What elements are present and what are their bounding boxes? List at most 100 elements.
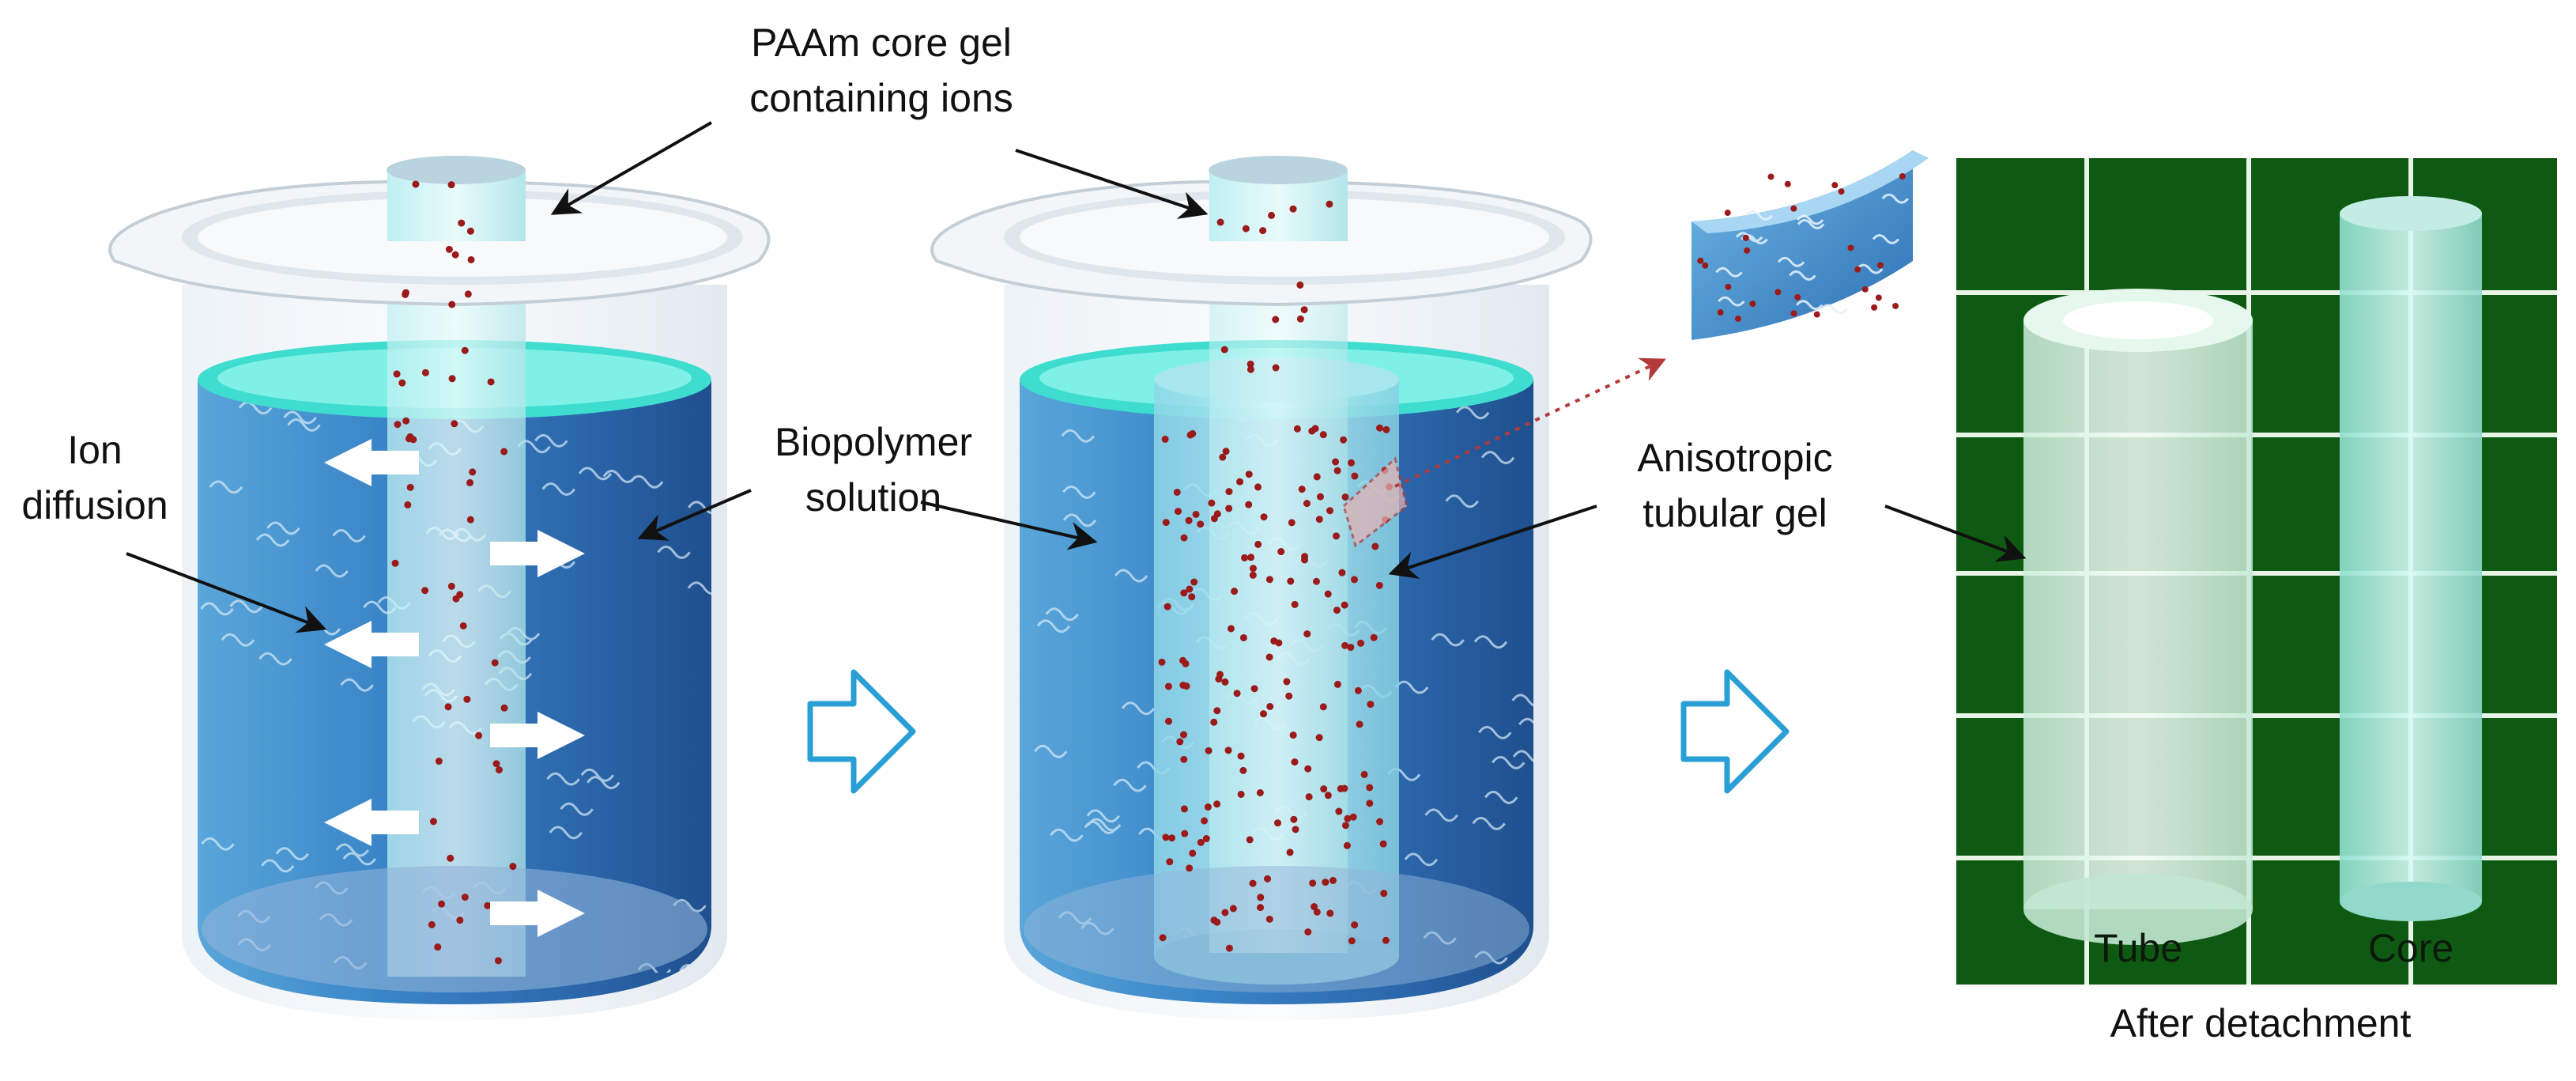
polymer-chain bbox=[1491, 755, 1526, 769]
ion-dot bbox=[1249, 879, 1257, 887]
ion-dot bbox=[495, 766, 503, 774]
ion-dot bbox=[1164, 682, 1172, 690]
polymer-chain bbox=[266, 521, 300, 535]
ion-dot bbox=[1197, 520, 1205, 528]
ion-dot bbox=[1875, 294, 1882, 301]
ion-dot bbox=[445, 245, 453, 253]
ion-dot bbox=[1246, 836, 1254, 844]
polymer-chain bbox=[1455, 406, 1490, 420]
polymer-chain bbox=[687, 501, 711, 515]
ion-dot bbox=[1838, 188, 1845, 195]
ion-dot bbox=[1237, 790, 1245, 798]
ion-dot bbox=[1288, 519, 1296, 527]
polymer-chain bbox=[332, 529, 366, 543]
ion-dot bbox=[500, 448, 508, 455]
ion-dot bbox=[1831, 182, 1839, 189]
ion-dot bbox=[1309, 879, 1317, 887]
polymer-chain bbox=[1511, 694, 1533, 708]
ion-dot bbox=[1303, 500, 1311, 508]
ion-dot bbox=[1744, 247, 1751, 254]
ion-dot bbox=[475, 731, 483, 739]
ion-dot bbox=[1344, 815, 1352, 822]
ion-dot bbox=[1341, 822, 1349, 830]
ion-dot bbox=[1296, 281, 1304, 289]
polymer-chain bbox=[1872, 234, 1900, 244]
ion-dot bbox=[1266, 702, 1274, 710]
ion-dot bbox=[1341, 493, 1349, 501]
ion-dot bbox=[1185, 516, 1193, 524]
ion-dot bbox=[1382, 425, 1390, 433]
ion-dot bbox=[1245, 501, 1253, 508]
ion-dot bbox=[1236, 478, 1244, 486]
polymer-chain bbox=[1856, 263, 1884, 274]
ion-dot bbox=[1767, 173, 1775, 180]
ion-dot bbox=[1319, 703, 1327, 711]
ion-dot bbox=[509, 863, 517, 871]
ion-dot bbox=[1375, 424, 1383, 432]
ion-dot bbox=[1333, 607, 1341, 614]
ion-dot bbox=[1341, 601, 1348, 609]
ion-dot bbox=[1357, 639, 1365, 647]
ion-dot bbox=[1205, 746, 1213, 754]
ion-dot bbox=[1724, 210, 1731, 217]
ion-dot bbox=[1283, 678, 1291, 686]
ion-dot bbox=[1265, 653, 1273, 661]
ion-dot bbox=[1272, 364, 1280, 372]
ion-dot bbox=[1343, 841, 1351, 849]
polymer-chain bbox=[283, 410, 317, 425]
ion-dot bbox=[456, 917, 464, 924]
polymer-chain bbox=[1735, 232, 1763, 243]
ion-dot bbox=[1367, 701, 1375, 709]
polymer-chain bbox=[1424, 808, 1458, 822]
ion-dot bbox=[451, 420, 458, 428]
polymer-chain bbox=[1718, 296, 1745, 307]
ion-dot bbox=[1379, 840, 1387, 848]
ion-dot bbox=[393, 370, 401, 378]
ion-dot bbox=[1233, 690, 1241, 697]
beaker-gelation bbox=[930, 156, 1666, 1020]
polymer-chain bbox=[1797, 219, 1825, 230]
ion-dot bbox=[1213, 800, 1221, 808]
ion-dot bbox=[1260, 513, 1268, 521]
ion-dot bbox=[1794, 293, 1801, 300]
ion-dot bbox=[1315, 516, 1323, 523]
ion-dot bbox=[1256, 789, 1264, 797]
ion-dot bbox=[1376, 818, 1384, 826]
ion-dot bbox=[1697, 257, 1704, 264]
ion-dot bbox=[1734, 316, 1741, 323]
polymer-chain bbox=[1518, 717, 1533, 731]
ion-dot bbox=[1326, 909, 1334, 917]
ion-dot bbox=[1161, 435, 1169, 443]
ion-dot bbox=[1190, 578, 1198, 586]
ion-dot bbox=[1179, 682, 1187, 690]
ion-dot bbox=[1173, 488, 1181, 496]
ion-dot bbox=[1264, 875, 1272, 883]
label-tube: Tube bbox=[2093, 926, 2183, 970]
polymer-chain bbox=[255, 533, 290, 547]
label-tubular-gel: tubular gel bbox=[1643, 491, 1827, 535]
ion-dot bbox=[1315, 734, 1323, 742]
ion-dot bbox=[484, 901, 492, 909]
beaker-ion-diffusion bbox=[108, 156, 771, 1020]
ion-dot bbox=[1366, 799, 1374, 807]
ion-dot bbox=[1213, 510, 1221, 518]
ion-dot bbox=[391, 559, 399, 567]
polymer-chain bbox=[1114, 569, 1148, 583]
ion-dot bbox=[1311, 425, 1319, 433]
ion-dot bbox=[1349, 813, 1357, 821]
ion-dot bbox=[1702, 262, 1709, 269]
ion-dot bbox=[1347, 644, 1355, 652]
ion-dot bbox=[1239, 766, 1247, 774]
ion-dot bbox=[1247, 554, 1255, 561]
ion-dot bbox=[406, 483, 414, 491]
polymer-chain bbox=[586, 776, 620, 790]
ion-dot bbox=[1224, 746, 1232, 754]
polymer-chain bbox=[1881, 193, 1909, 204]
ion-dot bbox=[1222, 448, 1230, 455]
ion-dot bbox=[1270, 637, 1278, 645]
ion-dot bbox=[1240, 554, 1248, 561]
ion-dot bbox=[459, 622, 467, 629]
ion-dot bbox=[1333, 680, 1341, 688]
ion-dot bbox=[1332, 458, 1340, 466]
ion-dot bbox=[1356, 720, 1363, 728]
